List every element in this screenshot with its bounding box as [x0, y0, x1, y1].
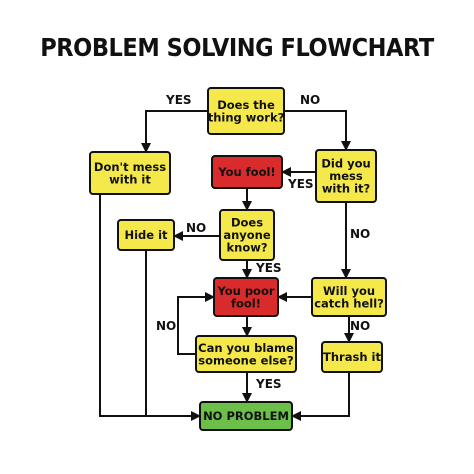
edge-label-works-yes: YES: [165, 93, 192, 107]
node-label: You poor: [216, 284, 274, 298]
node-no-problem: NO PROBLEM: [199, 401, 293, 431]
node-box: [311, 277, 387, 317]
chart-title: PROBLEM SOLVING FLOWCHART: [40, 33, 434, 62]
edge-label-works-no: NO: [300, 93, 320, 107]
edge-label-blame-yes: YES: [255, 377, 282, 391]
node-label: fool!: [231, 296, 261, 310]
node-label: with it?: [322, 182, 370, 196]
node-box: [89, 151, 171, 195]
node-hide-it: Hide it: [117, 219, 175, 251]
node-label: thing work?: [208, 110, 285, 124]
node-label: Hide it: [124, 228, 168, 242]
edge-label-blame-no: NO: [156, 319, 176, 333]
node-label: Will you: [323, 284, 375, 298]
node-label: Thrash it: [323, 350, 381, 364]
node-label: Can you blame: [198, 341, 294, 355]
node-label: catch hell?: [314, 296, 384, 310]
edge-thrash-to-ok: [291, 372, 350, 421]
node-box: [207, 87, 285, 135]
node-box: [199, 401, 293, 431]
node-box: [219, 209, 275, 261]
node-label: Does: [231, 216, 263, 230]
node-box: [117, 219, 175, 251]
edge-label-know-no: NO: [186, 221, 206, 235]
node-label: someone else?: [198, 353, 293, 367]
node-label: with it: [109, 172, 151, 186]
edge-works-no: [284, 110, 351, 151]
edge-label-hell-no: NO: [350, 319, 370, 333]
edge-label-know-yes: YES: [255, 261, 282, 275]
edge-works-yes: [141, 110, 208, 153]
node-label: You fool!: [217, 165, 275, 179]
edge-blame-no: [177, 292, 215, 355]
node-label: Don't mess: [94, 160, 166, 174]
edge-labels-layer: YES NO YES NO NO YES NO NO YES: [156, 93, 370, 391]
node-thrash-it: Thrash it: [321, 341, 383, 373]
edge-dontmess-to-ok: [99, 194, 201, 421]
node-label: Does the: [217, 98, 275, 112]
node-label: mess: [329, 169, 363, 183]
node-label: NO PROBLEM: [203, 409, 289, 423]
node-label: Did you: [321, 157, 370, 171]
node-label: anyone: [223, 228, 271, 242]
node-box: [315, 149, 377, 203]
edge-label-mess-yes: YES: [287, 177, 314, 191]
node-label: know?: [226, 241, 267, 255]
node-box: [321, 341, 383, 373]
node-you-fool: You fool!: [211, 155, 283, 189]
node-box: [213, 277, 279, 317]
edges-layer: [99, 110, 354, 421]
edge-label-mess-no: NO: [350, 227, 370, 241]
node-box: [211, 155, 283, 189]
node-box: [195, 335, 297, 373]
